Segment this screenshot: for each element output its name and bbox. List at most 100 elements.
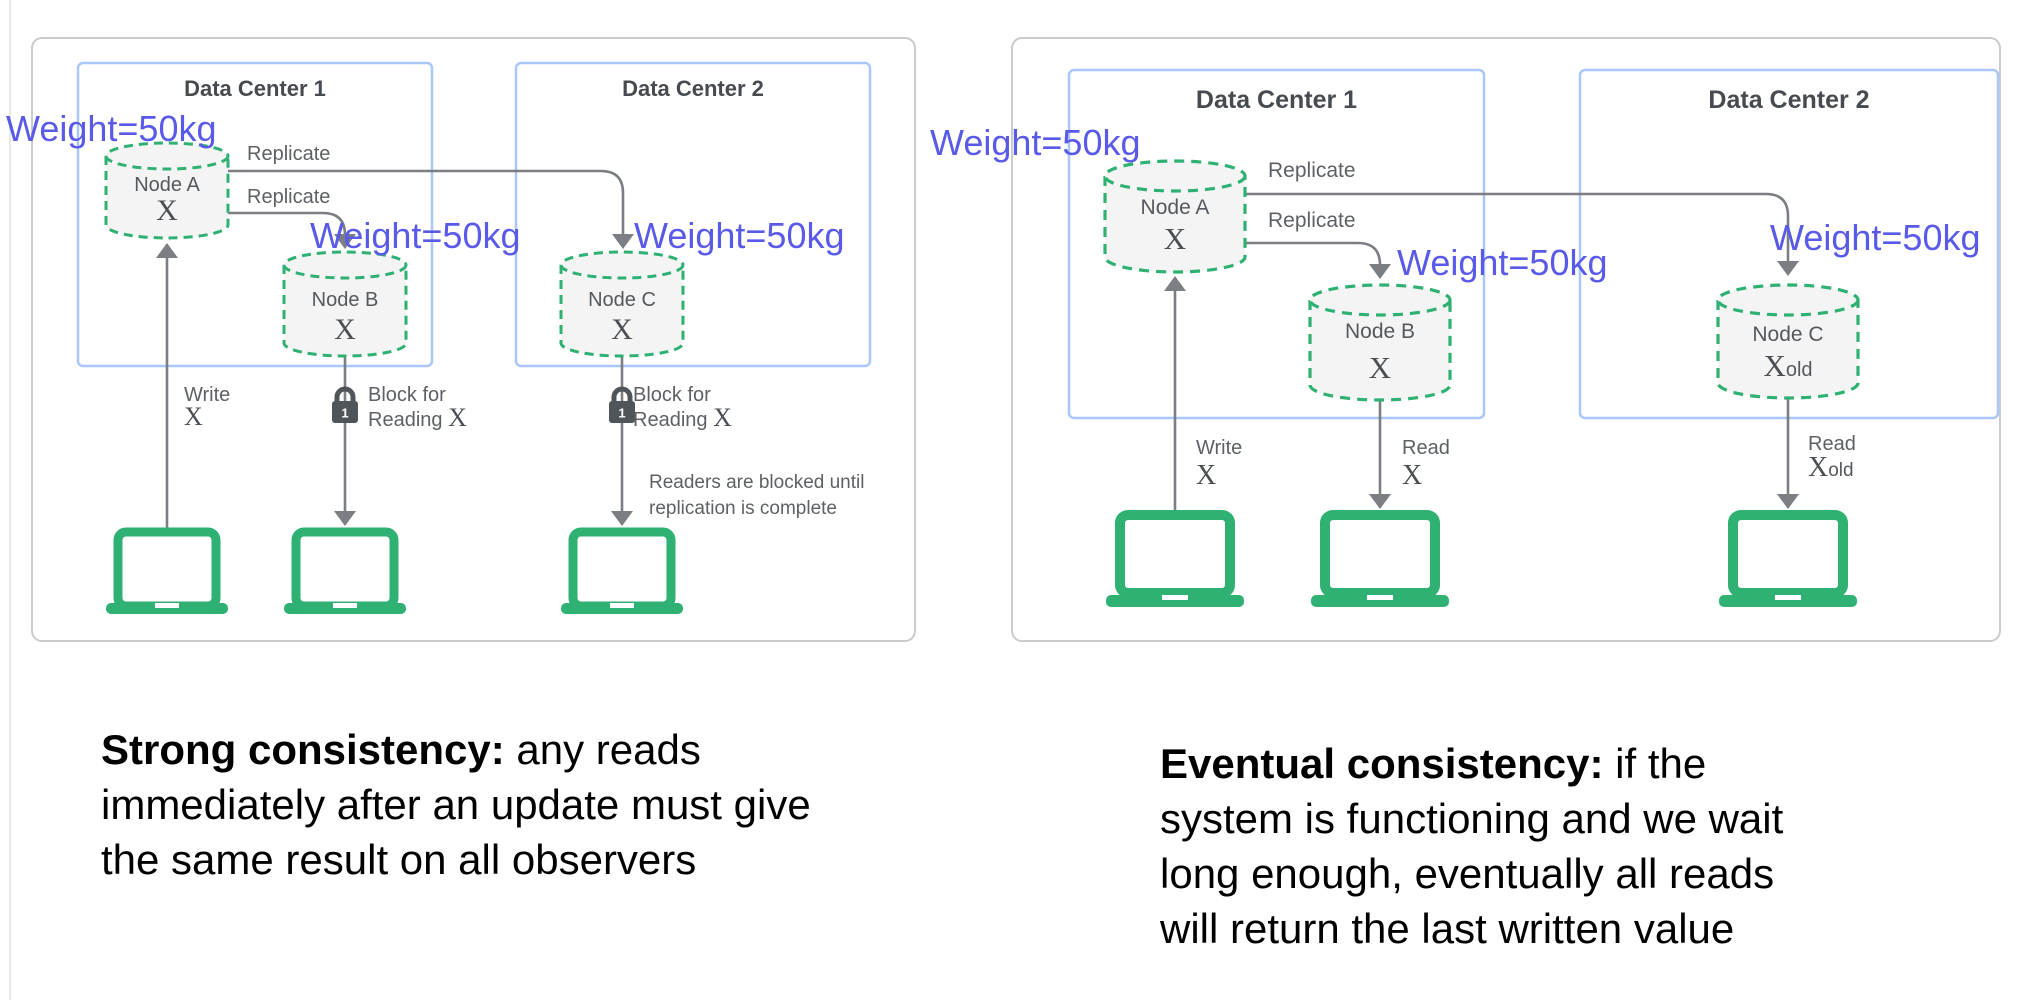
arrowhead-up-icon	[1164, 276, 1186, 291]
strong-consistency-caption: Strong consistency: any reads immediatel…	[101, 722, 811, 887]
left-node-a-label: Node A	[134, 174, 200, 196]
left-replicate-arrow-to-node-c	[228, 169, 625, 235]
right-node-c-value: Xold	[1728, 347, 1848, 389]
block-text: Reading	[633, 409, 708, 431]
lock-digit: 1	[618, 406, 625, 421]
laptop-icon	[1106, 510, 1244, 607]
right-node-c-database-icon	[1716, 283, 1860, 400]
left-replicate-arrow-to-node-b	[228, 211, 347, 236]
left-datacenter-2-box	[514, 61, 872, 368]
left-node-b-value: X	[334, 313, 356, 346]
block-value: X	[713, 403, 732, 432]
right-weight-label-node-c: Weight=50kg	[1770, 217, 1981, 258]
right-node-b-database-icon	[1308, 283, 1452, 402]
arrowhead-up-icon	[156, 243, 178, 258]
lock-icon: 1	[332, 386, 358, 423]
right-node-b-label: Node B	[1344, 320, 1416, 343]
caption-line: immediately after an update must give	[101, 781, 811, 828]
left-weight-label-node-c: Weight=50kg	[634, 215, 845, 256]
left-node-b-label: Node B	[311, 289, 379, 311]
right-node-c-label: Node C	[1752, 323, 1824, 346]
caption-rest-text: any reads	[504, 726, 701, 773]
left-write-value: X	[184, 402, 203, 431]
right-arrows	[1173, 192, 1790, 515]
arrowhead-down-icon	[1777, 261, 1799, 276]
read-c-x-suffix: old	[1828, 460, 1854, 481]
laptop-icon	[1311, 510, 1449, 607]
laptop-icon	[561, 527, 683, 614]
arrowhead-down-icon	[334, 511, 356, 526]
arrowhead-down-icon	[1777, 494, 1799, 509]
caption-line: the same result on all observers	[101, 836, 697, 883]
page-edge-divider	[9, 0, 11, 1000]
left-datacenter-2-title: Data Center 2	[622, 76, 764, 101]
left-note-line1: Readers are blocked until	[649, 472, 865, 493]
right-datacenter-1-box	[1067, 68, 1486, 420]
node-c-x: X	[1763, 348, 1786, 383]
caption-bold-text: Eventual consistency:	[1160, 740, 1604, 787]
right-node-a-label: Node A	[1140, 196, 1210, 219]
right-replicate-arrow-to-node-c	[1245, 192, 1790, 262]
left-node-c-label: Node C	[588, 289, 656, 311]
eventual-consistency-caption: Eventual consistency: if the system is f…	[1160, 736, 1783, 956]
right-node-a-value: X	[1163, 221, 1187, 256]
right-weight-label-node-b: Weight=50kg	[1397, 242, 1608, 283]
laptop-icon	[106, 527, 228, 614]
right-read-b-label: Read	[1402, 437, 1450, 459]
left-arrowheads	[156, 234, 634, 526]
left-block-c-label-line2: Reading X	[633, 403, 732, 432]
right-node-a-database-icon	[1103, 159, 1247, 274]
arrowhead-down-icon	[611, 511, 633, 526]
left-datacenter-1-box	[76, 61, 434, 368]
left-replicate-label-bottom: Replicate	[247, 186, 331, 208]
right-read-c-label: Read	[1808, 433, 1856, 455]
arrowhead-down-icon	[612, 234, 634, 249]
right-replicate-label-bottom: Replicate	[1268, 209, 1356, 232]
right-write-label: Write	[1196, 437, 1243, 459]
left-diagram-shapes: 1 1	[31, 37, 916, 642]
right-diagram-shapes	[1011, 37, 2001, 642]
right-replicate-arrow-to-node-b	[1245, 241, 1382, 266]
lock-digit: 1	[341, 406, 348, 421]
caption-line: will return the last written value	[1160, 905, 1735, 952]
read-c-x: X	[1808, 452, 1829, 483]
block-value: X	[448, 403, 467, 432]
left-replicate-label-top: Replicate	[247, 143, 331, 165]
right-weight-label-node-a: Weight=50kg	[930, 122, 1141, 163]
left-node-a-database-icon	[104, 141, 230, 240]
left-note-line2: replication is complete	[649, 498, 837, 519]
arrowhead-down-icon	[1369, 494, 1391, 509]
left-datacenter-1-title: Data Center 1	[184, 76, 326, 101]
caption-line: Strong consistency: any reads	[101, 722, 811, 777]
left-block-c-label-line1: Block for	[633, 384, 711, 406]
caption-bold-text: Strong consistency:	[101, 726, 505, 773]
right-outer-box	[1011, 37, 2001, 642]
caption-rest-text: if the	[1603, 740, 1707, 787]
left-node-a-value: X	[156, 194, 178, 227]
right-datacenter-1-title: Data Center 1	[1195, 86, 1358, 114]
left-node-b-database-icon	[282, 250, 408, 358]
right-arrowheads	[1164, 261, 1799, 509]
arrowhead-down-icon	[1369, 264, 1391, 279]
caption-line: Eventual consistency: if the	[1160, 736, 1783, 791]
left-weight-label-node-b: Weight=50kg	[310, 215, 521, 256]
caption-line: long enough, eventually all reads	[1160, 850, 1775, 897]
left-outer-box	[31, 37, 916, 642]
left-arrows	[165, 169, 625, 532]
right-read-b-value: X	[1402, 460, 1423, 491]
caption-line: system is functioning and we wait	[1160, 795, 1784, 842]
left-block-b-label-line1: Block for	[368, 384, 446, 406]
right-write-value: X	[1196, 460, 1217, 491]
left-node-c-database-icon	[559, 250, 685, 358]
node-c-x-suffix: old	[1785, 359, 1813, 381]
right-read-c-value: Xold	[1808, 452, 1854, 484]
left-node-c-value: X	[611, 313, 633, 346]
lock-icon: 1	[609, 386, 635, 423]
laptop-icon	[1719, 510, 1857, 607]
laptop-icon	[284, 527, 406, 614]
right-datacenter-2-title: Data Center 2	[1708, 86, 1870, 114]
block-text: Reading	[368, 409, 443, 431]
left-write-label: Write	[184, 384, 231, 406]
